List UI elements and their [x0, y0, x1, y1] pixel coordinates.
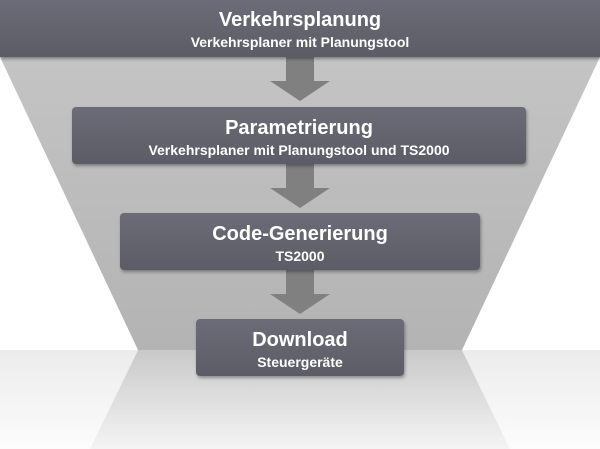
step-subtitle: Verkehrsplaner mit Planungstool und TS20… [148, 142, 450, 158]
funnel-floor [90, 350, 510, 449]
step-title: Code-Generierung [212, 223, 388, 245]
step-title: Verkehrsplanung [218, 9, 382, 31]
step-code-generierung: Code-Generierung TS2000 [120, 213, 480, 270]
step-verkehrsplanung: Verkehrsplanung Verkehrsplaner mit Planu… [0, 0, 600, 57]
step-subtitle: Verkehrsplaner mit Planungstool [190, 34, 410, 50]
arrow-down-icon [270, 164, 330, 208]
step-subtitle: Steuergeräte [257, 354, 343, 370]
floor-wing-left [0, 350, 138, 449]
arrow-down-icon [270, 57, 330, 101]
floor-wing-right [462, 350, 600, 449]
step-subtitle: TS2000 [275, 248, 325, 264]
step-download: Download Steuergeräte [196, 319, 404, 376]
step-title: Download [252, 329, 348, 351]
step-parametrierung: Parametrierung Verkehrsplaner mit Planun… [72, 107, 526, 164]
arrow-down-icon [270, 270, 330, 314]
step-title: Parametrierung [225, 117, 373, 139]
